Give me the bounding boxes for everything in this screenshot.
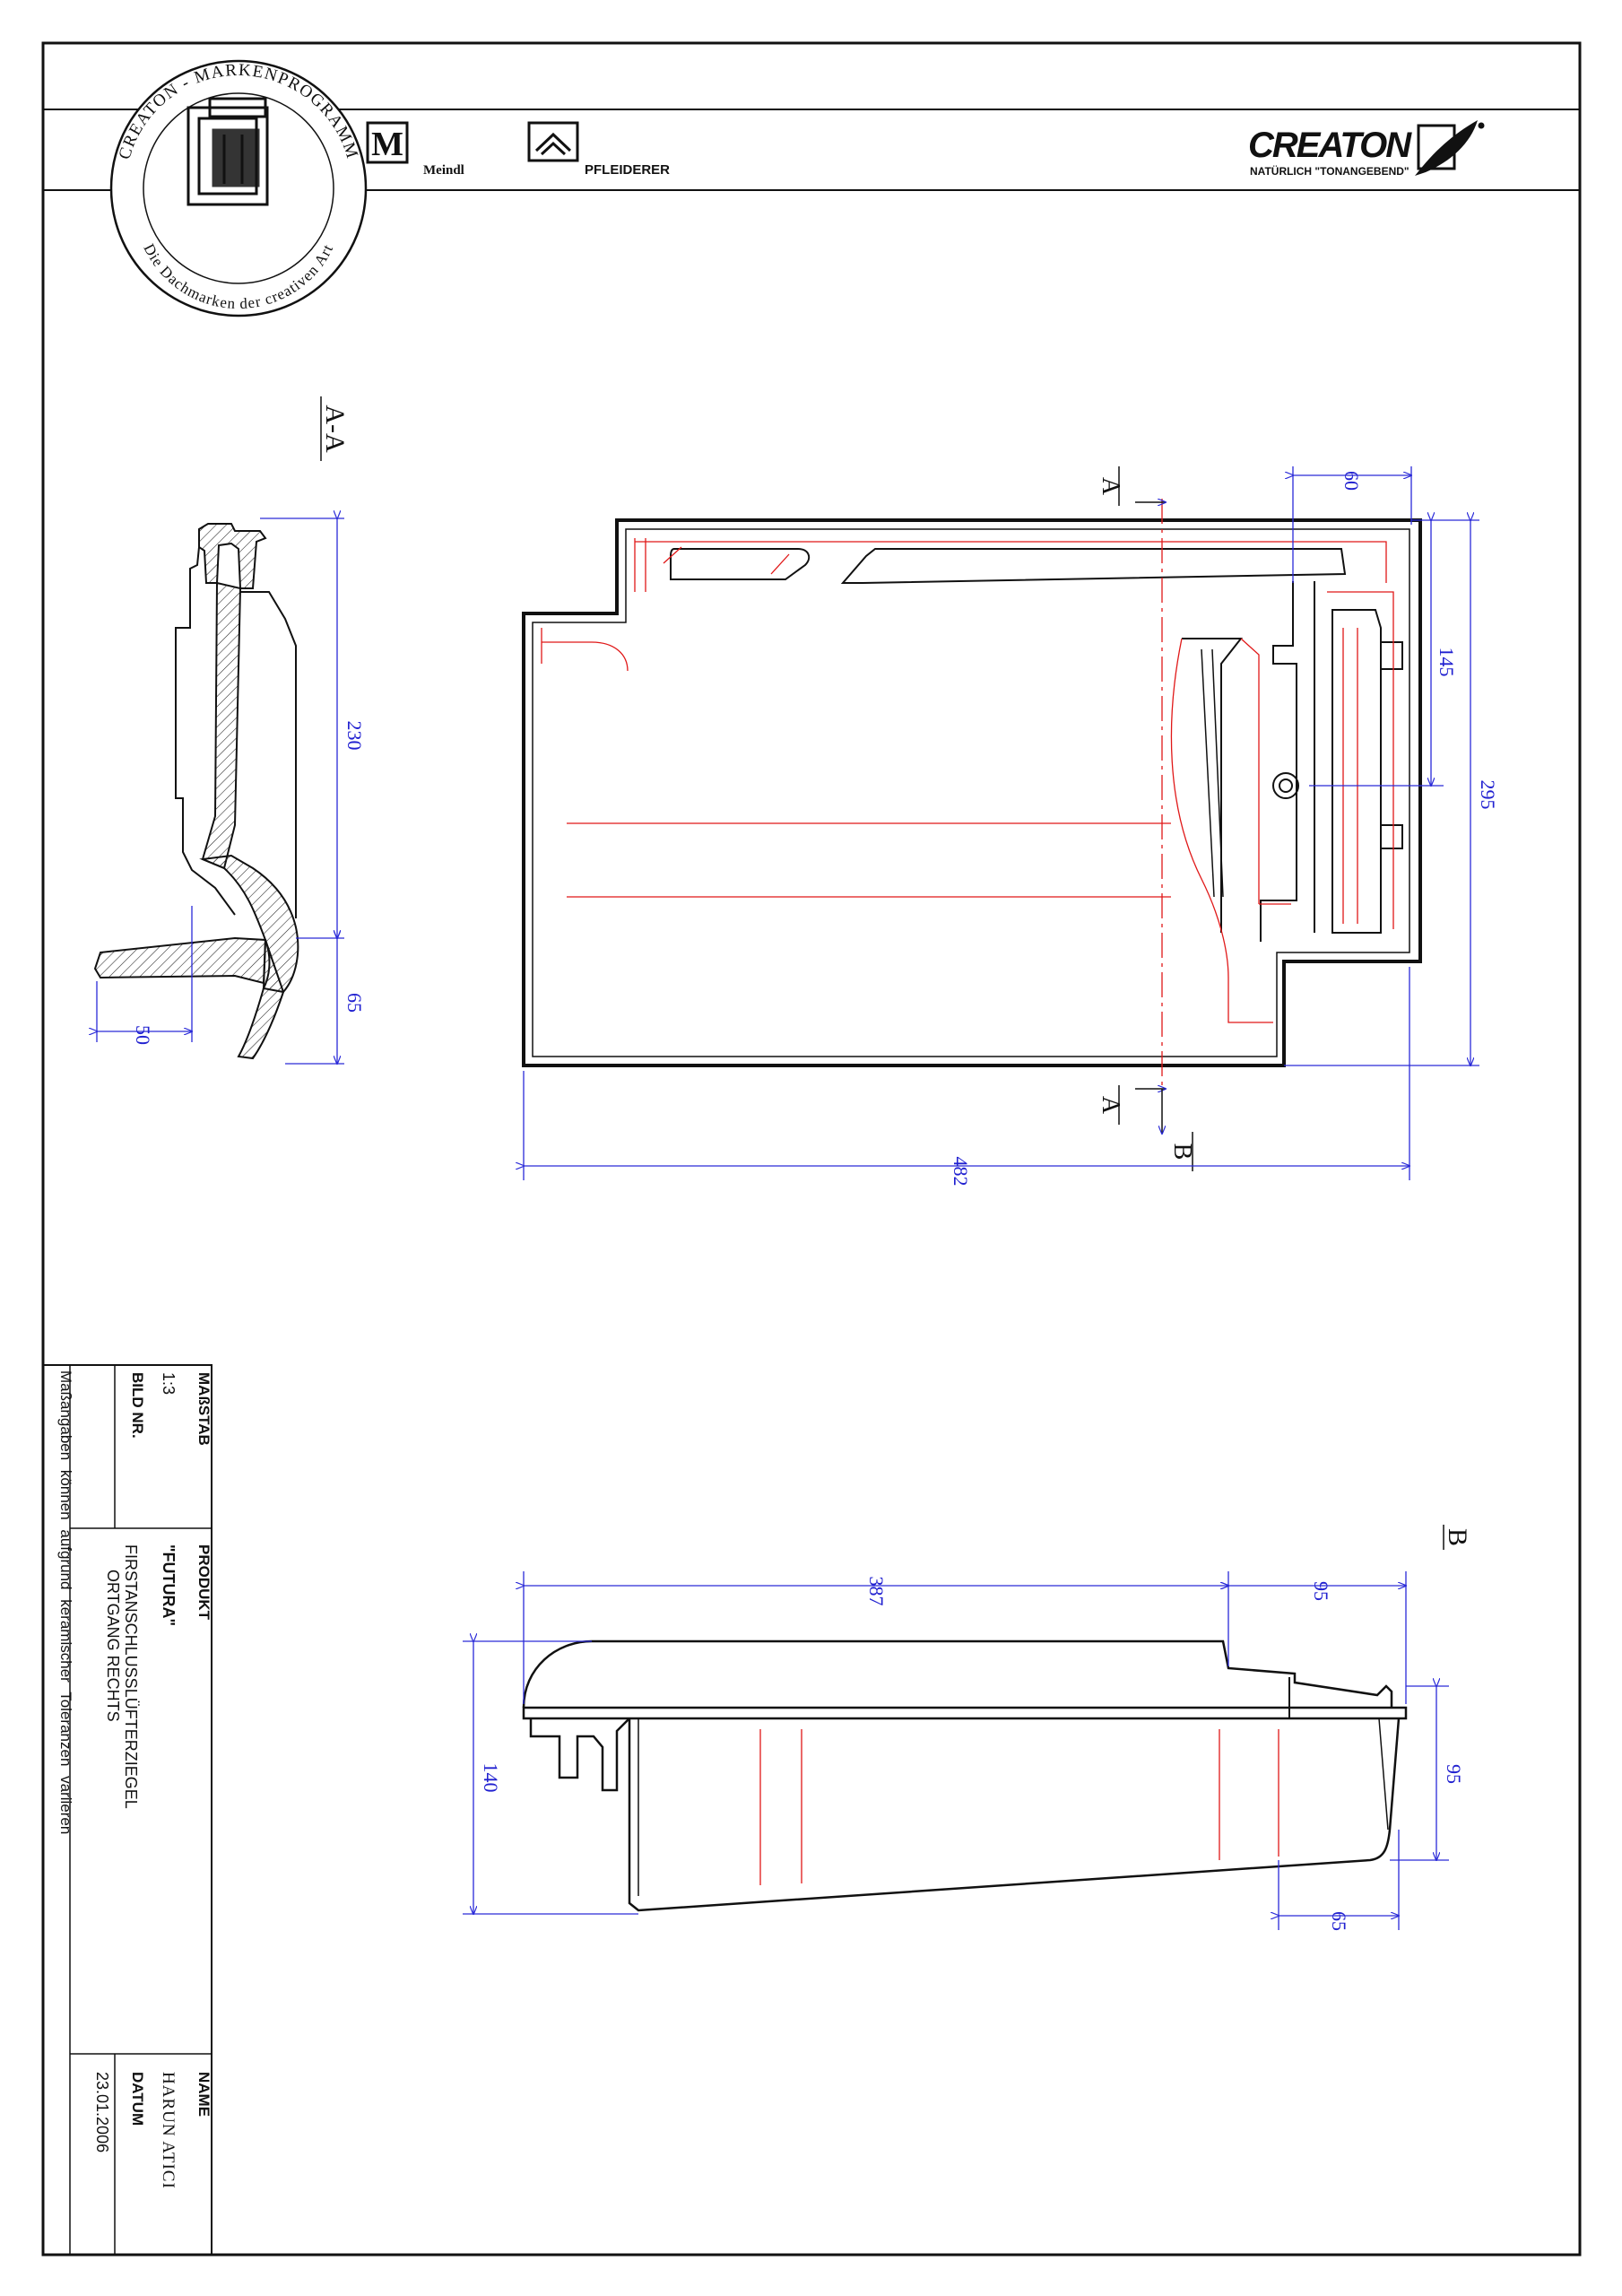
side-end-bottom-value: 65 bbox=[1328, 1911, 1350, 1931]
pfleiderer-roof-icon bbox=[534, 132, 572, 156]
sheet-border bbox=[41, 41, 1582, 2257]
plan-dimensions: 60 145 295 482 bbox=[524, 466, 1499, 1187]
section-marker-bottom: A bbox=[1097, 1085, 1166, 1125]
svg-text:A: A bbox=[1097, 1096, 1124, 1115]
plan-top-offset-value: 60 bbox=[1340, 471, 1363, 491]
tolerance-note: Maßangaben können aufgrund keramischer T… bbox=[57, 1370, 74, 1834]
product-value: "FUTURA" bbox=[160, 1544, 178, 1626]
view-b-title: B bbox=[1443, 1525, 1472, 1550]
plan-length-value: 482 bbox=[950, 1157, 972, 1187]
meindl-name: Meindl bbox=[423, 163, 464, 178]
section-marker-top: A bbox=[1097, 466, 1166, 506]
pfleiderer-brand: PFLEIDERER bbox=[527, 121, 670, 178]
creaton-logo: CREATON NATÜRLICH "TONANGEBEND" bbox=[1248, 120, 1485, 178]
meindl-brand: M Meindl bbox=[366, 121, 464, 178]
section-title: A-A bbox=[320, 396, 350, 461]
product-label: PRODUKT bbox=[195, 1544, 213, 1621]
name-label: NAME bbox=[195, 2072, 213, 2117]
title-block: MAßSTAB 1:3 BILD NR. PRODUKT "FUTURA" FI… bbox=[42, 1364, 213, 2256]
side-length-end-value: 95 bbox=[1310, 1581, 1332, 1601]
side-length-main-value: 387 bbox=[865, 1577, 888, 1606]
section-height-value: 230 bbox=[343, 721, 366, 751]
svg-text:A: A bbox=[1097, 477, 1124, 496]
section-dimensions: 230 65 50 bbox=[97, 518, 366, 1064]
scale-value: 1:3 bbox=[160, 1372, 178, 1395]
svg-text:B: B bbox=[1443, 1528, 1472, 1546]
meindl-letter-icon: M bbox=[371, 126, 403, 163]
plan-side-inner-value: 145 bbox=[1436, 648, 1458, 677]
name-value: HARUN ATICI bbox=[159, 2072, 178, 2189]
side-dimensions: 387 95 140 95 65 bbox=[463, 1571, 1465, 1931]
date-value: 23.01.2006 bbox=[93, 2072, 111, 2152]
scale-label: MAßSTAB bbox=[195, 1372, 213, 1446]
svg-text:A-A: A-A bbox=[320, 404, 350, 453]
side-height-value: 140 bbox=[480, 1763, 502, 1793]
product-description-line1: FIRSTANSCHLUSSLÜFTERZIEGEL bbox=[122, 1544, 140, 1809]
view-marker-b: B bbox=[1162, 1089, 1196, 1171]
picture-no-label: BILD NR. bbox=[129, 1372, 146, 1439]
product-description-line2: ORTGANG RECHTS bbox=[104, 1570, 122, 1722]
section-foot-value: 65 bbox=[343, 993, 366, 1013]
pfleiderer-name: PFLEIDERER bbox=[585, 162, 670, 178]
plan-side-total-value: 295 bbox=[1477, 780, 1499, 810]
seal-roof-emblem-icon bbox=[186, 97, 269, 206]
feather-icon bbox=[1415, 120, 1478, 176]
section-a-a-profile bbox=[93, 523, 299, 1060]
date-label: DATUM bbox=[129, 2072, 146, 2126]
creaton-seal: CREATON - MARKENPROGRAMM Die Dachmarken … bbox=[109, 59, 368, 317]
plan-view bbox=[522, 499, 1422, 1085]
side-view-b bbox=[522, 1639, 1408, 1912]
section-width-value: 50 bbox=[132, 1025, 154, 1045]
creaton-wordmark: CREATON bbox=[1248, 126, 1412, 165]
side-end-height-value: 95 bbox=[1443, 1764, 1465, 1784]
creaton-slogan: NATÜRLICH "TONANGEBEND" bbox=[1250, 164, 1409, 178]
svg-text:B: B bbox=[1168, 1144, 1196, 1161]
